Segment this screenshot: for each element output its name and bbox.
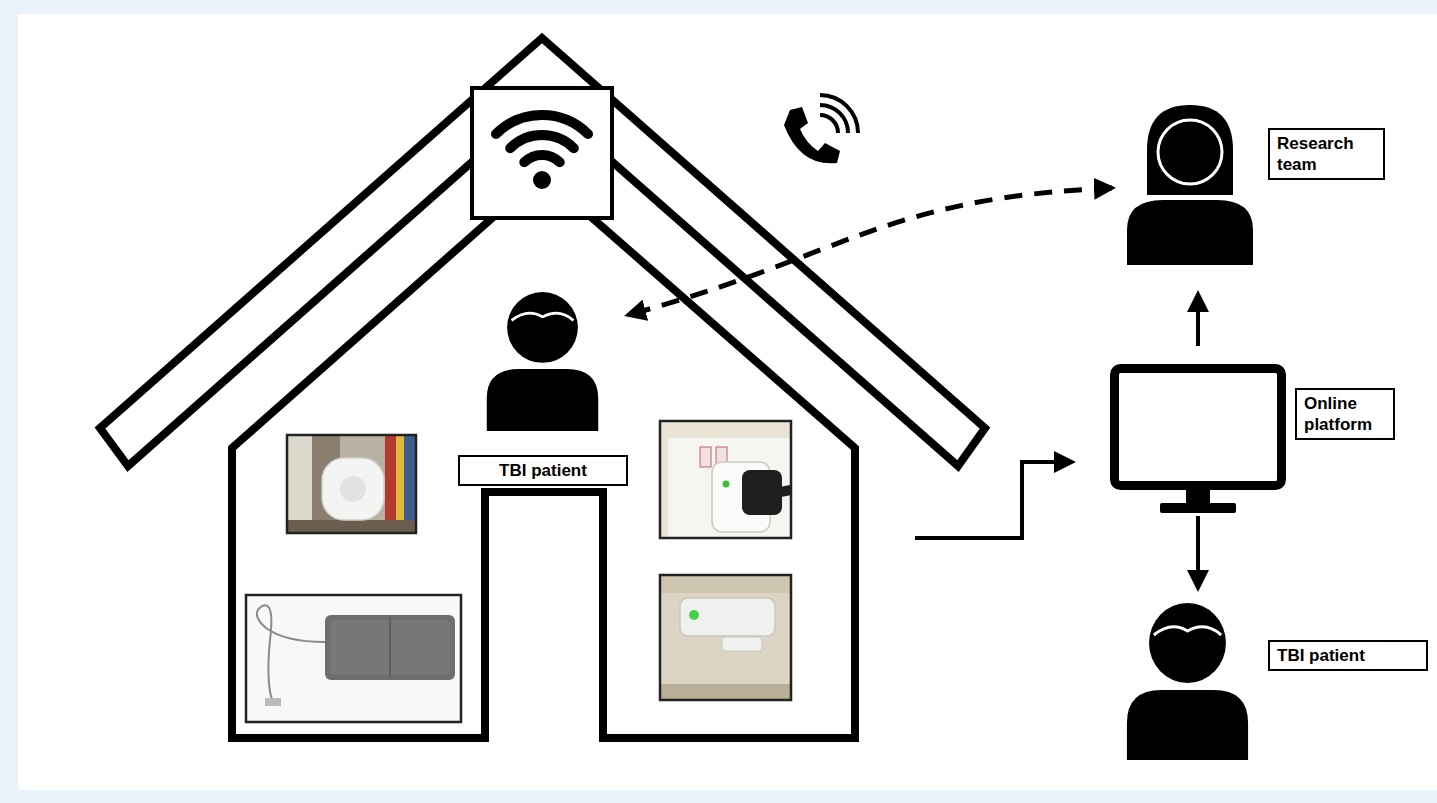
- roof: [100, 38, 985, 466]
- smart-plug-photo: [660, 421, 791, 538]
- node-label: TBI patient: [1268, 640, 1428, 671]
- flow-arrow: [1196, 294, 1200, 346]
- phone-icon: [784, 95, 858, 163]
- monitor-icon: [1110, 364, 1286, 514]
- flow-arrow: [1196, 516, 1200, 588]
- panel: [18, 14, 1437, 790]
- node-label: TBI patient: [458, 455, 628, 486]
- data-flow-arrow: [915, 462, 1072, 538]
- male-icon: [1125, 595, 1250, 760]
- wifi-icon: [472, 88, 612, 218]
- dashed-arrow: [628, 188, 1112, 315]
- research-node: Research team: [1112, 98, 1422, 294]
- node-label: Research team: [1268, 128, 1385, 180]
- male-icon: [485, 285, 600, 431]
- motion-sensor-photo: [287, 435, 416, 533]
- patient-node: TBI patient: [1118, 588, 1433, 766]
- patient-node: TBI patient: [458, 282, 628, 485]
- platform-node: Online platform: [1105, 346, 1425, 516]
- sleep-mat-photo: [246, 595, 461, 722]
- door-sensor-photo: [660, 575, 791, 700]
- node-label: Online platform: [1295, 388, 1395, 440]
- female-icon: [1125, 100, 1255, 265]
- house-outline: [232, 174, 855, 738]
